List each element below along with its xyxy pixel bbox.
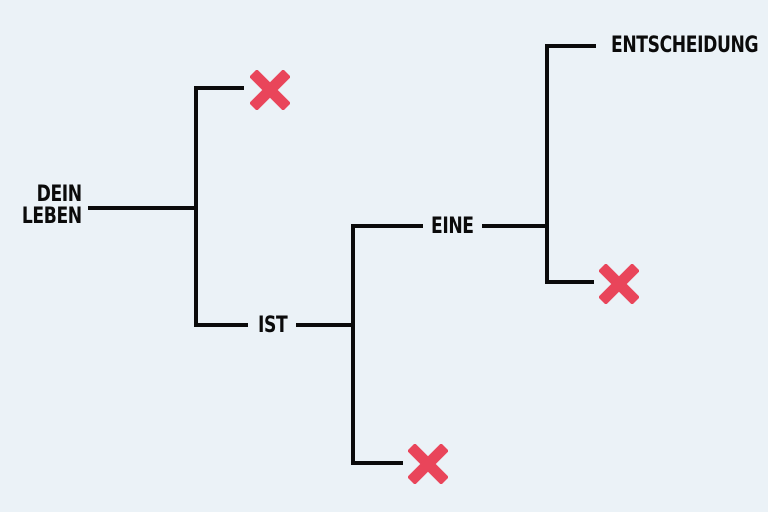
x-mark-icon bbox=[408, 444, 448, 484]
node-ist: IST bbox=[258, 313, 288, 338]
node-dein-leben: DEIN LEBEN bbox=[22, 184, 82, 228]
node-dein-leben-line-2: LEBEN bbox=[22, 204, 82, 229]
x-mark-icon bbox=[250, 70, 290, 110]
node-dein-leben-line-1: DEIN bbox=[36, 182, 83, 207]
node-entscheidung: ENTSCHEIDUNG bbox=[611, 33, 759, 58]
x-mark-icon bbox=[599, 264, 639, 304]
node-eine: EINE bbox=[431, 214, 474, 239]
